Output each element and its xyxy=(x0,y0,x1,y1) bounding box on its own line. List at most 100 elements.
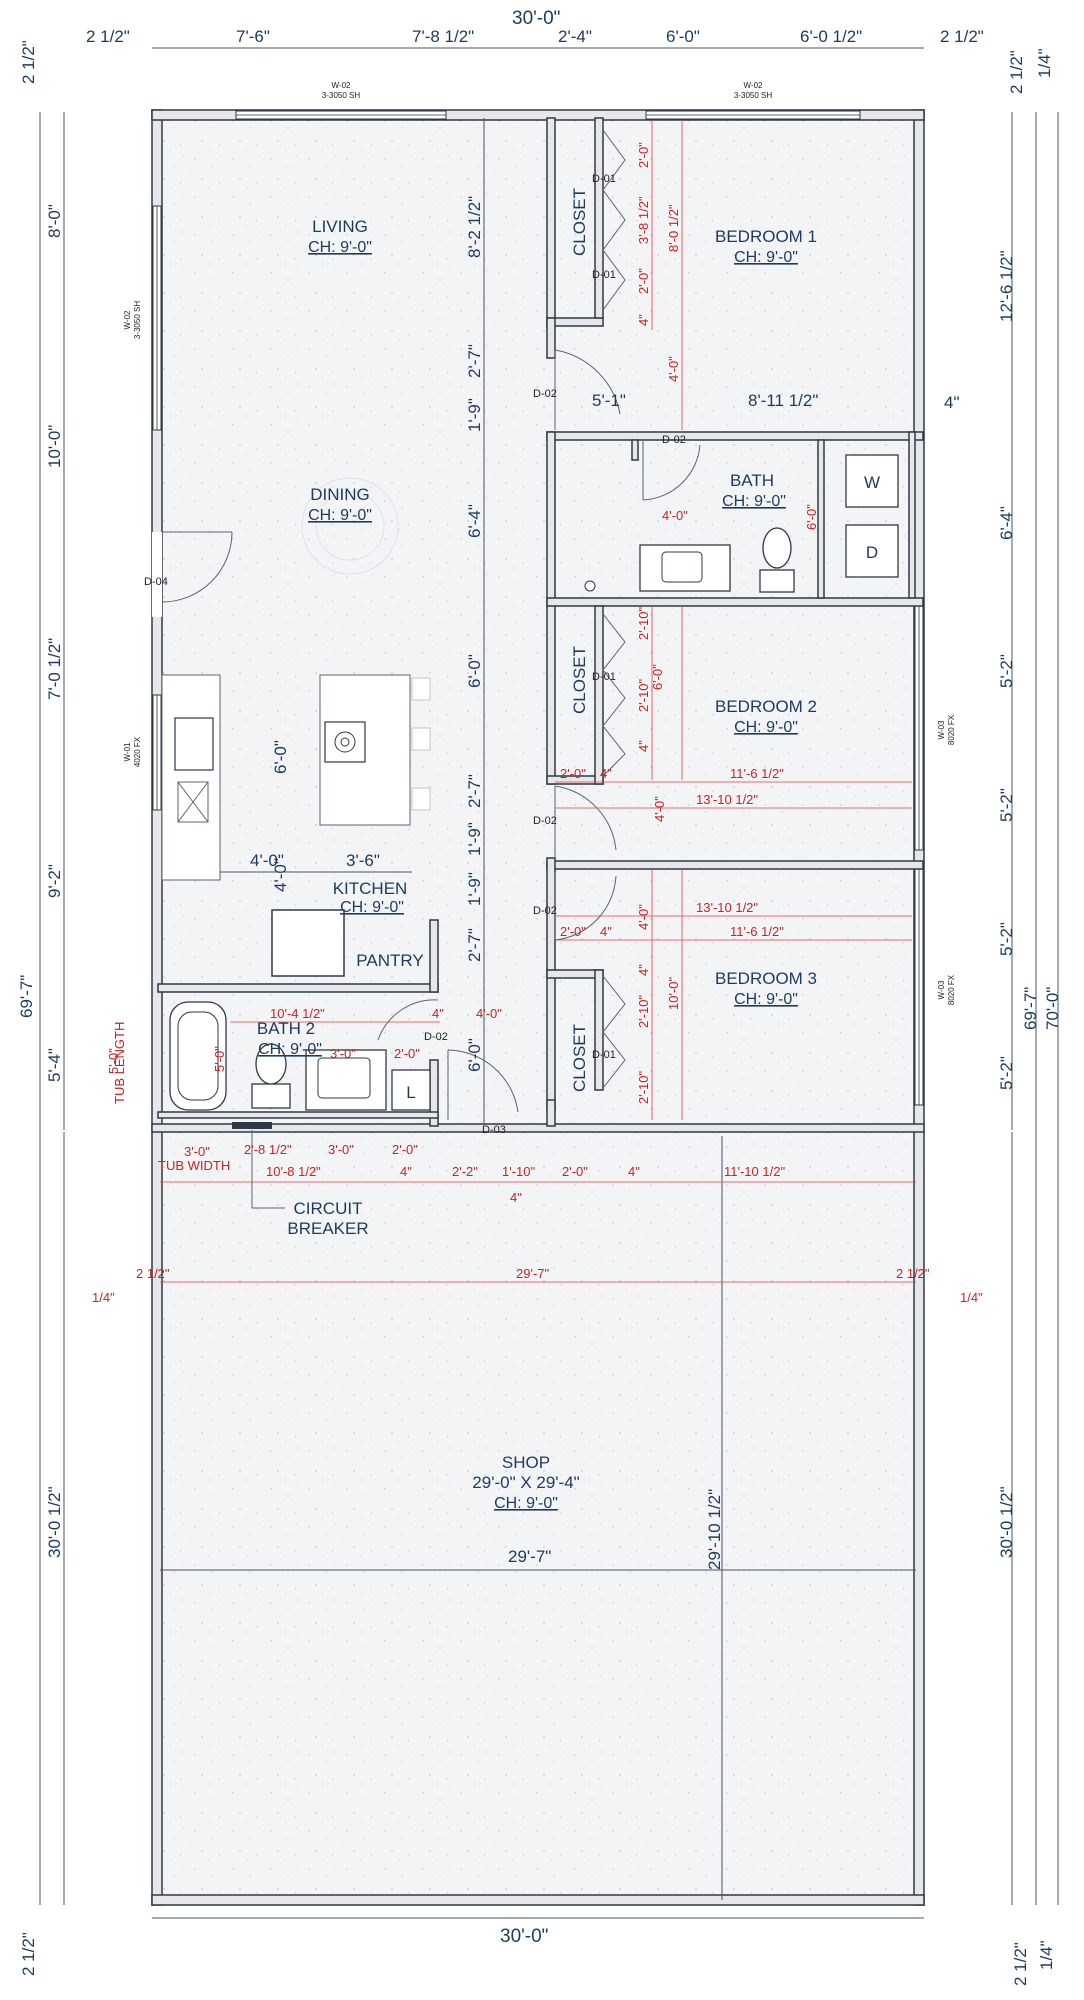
dim-red-35: 2'-8 1/2" xyxy=(244,1142,292,1157)
dim-left-3: 7'-0 1/2" xyxy=(45,638,64,700)
bedroom1-ceiling: CH: 9'-0" xyxy=(734,249,798,266)
kitchen-ceiling: CH: 9'-0" xyxy=(340,899,404,916)
kitchen-fixtures xyxy=(161,674,431,977)
dim-int-8: 1'-9" xyxy=(465,872,484,906)
dim-red-36: 3'-0" xyxy=(328,1142,354,1157)
door-tag-d04: D-04 xyxy=(144,576,168,588)
dim-red-3: 8'-0 1/2" xyxy=(666,204,681,252)
window-tag-bedroom3: W-03 xyxy=(937,980,946,1000)
bath-fixtures xyxy=(169,454,899,1129)
bath-label: BATH xyxy=(730,471,774,490)
dim-right-6: 5'-2" xyxy=(997,1056,1016,1090)
dim-red-15: 11'-6 1/2" xyxy=(730,766,784,781)
dim-top-5: 6'-0" xyxy=(666,27,700,46)
dim-red-26: 2'-10" xyxy=(636,1070,651,1104)
door-tag-d01-d: D-01 xyxy=(592,1049,616,1061)
dim-red-30: 3'-0" xyxy=(330,1046,356,1061)
dim-right-4: 5'-2" xyxy=(997,788,1016,822)
dim-red-9: 2'-10" xyxy=(636,606,651,640)
dim-top-4: 2'-4" xyxy=(558,27,592,46)
window-tag-left: W-02 xyxy=(123,310,132,330)
bath-ceiling: CH: 9'-0" xyxy=(722,493,786,510)
dim-red-11: 2'-10" xyxy=(636,678,651,712)
dim-red-14: 4" xyxy=(600,766,612,781)
shop-floor xyxy=(158,1132,918,1902)
living-label: LIVING xyxy=(312,217,368,236)
dim-int-4: 6'-4" xyxy=(465,504,484,538)
dim-red-21: 4" xyxy=(600,924,612,939)
door-tag-d03: D-03 xyxy=(482,1124,506,1136)
dim-left-6: 30'-0 1/2" xyxy=(45,1486,64,1558)
dim-red-31: 2'-0" xyxy=(394,1046,420,1061)
door-tag-d02-b: D-02 xyxy=(662,434,686,446)
dim-top-9: 1/4" xyxy=(1035,48,1054,78)
window-spec-bedroom3: 8020 FX xyxy=(947,974,956,1005)
circuit-breaker-label-2: BREAKER xyxy=(287,1219,368,1238)
dim-int-17: 29'-10 1/2" xyxy=(705,1489,724,1570)
dim-top-8: 2 1/2" xyxy=(1007,50,1026,94)
dim-right-5: 5'-2" xyxy=(997,922,1016,956)
laundry-label: L xyxy=(406,1083,415,1102)
dim-int-6: 2'-7" xyxy=(465,774,484,808)
bath2-label: BATH 2 xyxy=(257,1019,315,1038)
dim-right-8: 4" xyxy=(944,393,960,412)
door-tag-d02-c: D-02 xyxy=(533,815,557,827)
windows xyxy=(152,110,924,1106)
pantry-label: PANTRY xyxy=(356,951,423,970)
dim-red-38: 10'-8 1/2" xyxy=(266,1164,321,1179)
dim-red-13: 2'-0" xyxy=(560,766,586,781)
shop-label: SHOP xyxy=(502,1453,550,1472)
bedroom2-ceiling: CH: 9'-0" xyxy=(734,719,798,736)
dim-red-41: 1'-10" xyxy=(502,1164,536,1179)
dim-red-16: 13'-10 1/2" xyxy=(696,792,758,807)
dim-left-2: 10'-0" xyxy=(45,425,64,468)
window-spec-bedroom2: 8020 FX xyxy=(947,714,956,745)
window-tag-kitchen: W-01 xyxy=(123,742,132,762)
dim-red-1: 2'-0" xyxy=(636,142,651,168)
closet3-label: CLOSET xyxy=(570,1024,589,1092)
dim-red-29: 4'-0" xyxy=(476,1006,502,1021)
dim-top-10: 2 1/2" xyxy=(19,40,38,84)
dryer-label: D xyxy=(866,543,878,562)
dining-table xyxy=(301,477,399,575)
door-tag-d01-a: D-01 xyxy=(592,173,616,185)
dim-red-4: 2'-0" xyxy=(636,268,651,294)
dim-red-42: 2'-0" xyxy=(562,1164,588,1179)
bedroom3-label: BEDROOM 3 xyxy=(715,969,817,988)
dim-red-23: 4" xyxy=(636,964,651,976)
dining-label: DINING xyxy=(310,485,370,504)
dim-red-24: 2'-10" xyxy=(636,994,651,1028)
window-spec-left: 3-3050 SH xyxy=(133,301,142,339)
dim-red-34: 3'-0" xyxy=(184,1144,210,1159)
dim-red-25: 10'-0" xyxy=(666,976,681,1010)
dim-bottom-overall: 30'-0" xyxy=(500,1926,548,1947)
dim-red-17: 4'-0" xyxy=(652,796,667,822)
dim-red-6: 4'-0" xyxy=(666,356,681,382)
dim-int-9: 2'-7" xyxy=(465,928,484,962)
dim-int-14: 4'-0" xyxy=(250,851,284,870)
dim-red-18: 4'-0" xyxy=(636,904,651,930)
shop-ceiling: CH: 9'-0" xyxy=(494,1495,558,1512)
window-tag-top-right: W-02 xyxy=(744,81,764,90)
dim-int-7: 1'-9" xyxy=(465,822,484,856)
dim-red-28: 4" xyxy=(432,1006,444,1021)
door-tag-d01-b: D-01 xyxy=(592,269,616,281)
dim-int-12: 8'-11 1/2" xyxy=(748,391,818,410)
closet-doors xyxy=(602,129,626,1089)
dim-int-13: 6'-0" xyxy=(271,740,290,774)
dim-red-37: 2'-0" xyxy=(392,1142,418,1157)
dim-int-2: 2'-7" xyxy=(465,344,484,378)
dim-right-total: 70'-0" xyxy=(1043,987,1062,1030)
dim-int-1: 8'-2 1/2" xyxy=(465,196,484,258)
door-tag-d02-d: D-02 xyxy=(533,905,557,917)
door-tag-d02-a: D-02 xyxy=(533,388,557,400)
dim-left-4: 9'-2" xyxy=(45,864,64,898)
dim-int-5: 6'-0" xyxy=(465,654,484,688)
dim-top-3: 7'-8 1/2" xyxy=(412,27,474,46)
dim-red-7: 4'-0" xyxy=(662,508,688,523)
dim-red-43: 4" xyxy=(628,1164,640,1179)
dim-int-11: 5'-1" xyxy=(592,391,626,410)
shop-size: 29'-0" X 29'-4" xyxy=(472,1473,579,1492)
dim-red-27: 10'-4 1/2" xyxy=(270,1006,325,1021)
